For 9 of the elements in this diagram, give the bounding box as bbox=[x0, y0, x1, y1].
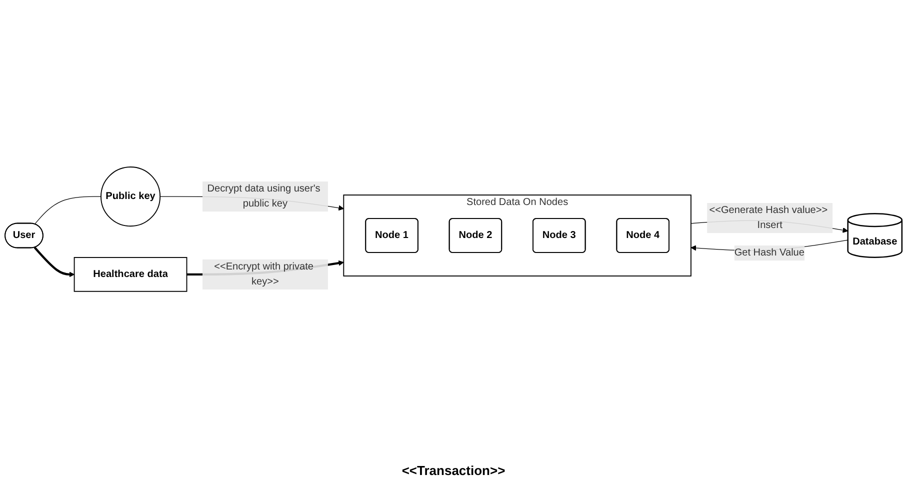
edge-label: <<Generate Hash value>> Insert bbox=[709, 205, 828, 231]
note-text: <<Transaction>> bbox=[402, 463, 506, 478]
node-circle: Public key bbox=[100, 166, 161, 227]
node-box: Healthcare data bbox=[74, 257, 188, 292]
edge-label: Get Hash Value bbox=[734, 248, 804, 258]
arrow bbox=[34, 247, 75, 278]
edge-label: Decrypt data using user's public key bbox=[207, 184, 320, 210]
connector bbox=[34, 196, 102, 225]
edge-label: <<Encrypt with private key>> bbox=[214, 262, 314, 288]
